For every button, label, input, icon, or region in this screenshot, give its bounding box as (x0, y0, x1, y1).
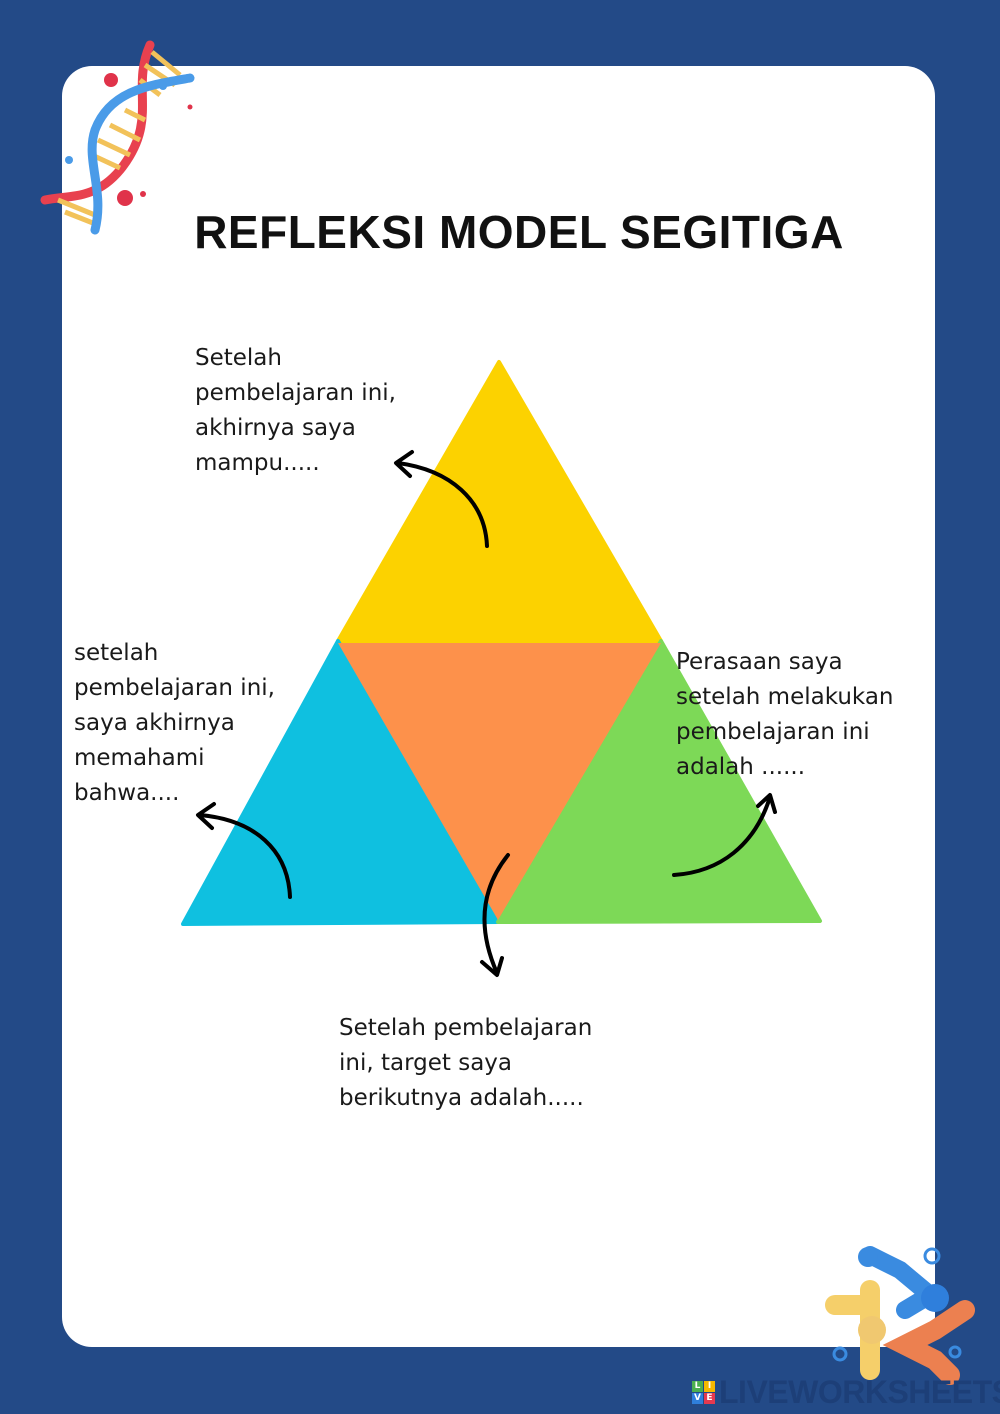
liveworksheets-logo-icon: L I V E (692, 1381, 715, 1404)
arrow-top-icon (394, 450, 489, 548)
logo-letter: I (704, 1381, 715, 1392)
arrow-left-icon (196, 802, 292, 899)
dna-icon (40, 40, 195, 235)
logo-letter: V (692, 1393, 703, 1404)
top-triangle (336, 360, 663, 643)
logo-letter: L (692, 1381, 703, 1392)
arrow-bottom-icon (480, 853, 510, 977)
arrow-right-icon (672, 793, 777, 877)
prompt-left: setelah pembelajaran ini, saya akhirnya … (74, 640, 275, 806)
logo-letter: E (704, 1393, 715, 1404)
liveworksheets-watermark: L I V E LIVEWORKSHEETS (692, 1374, 1000, 1411)
prompt-bottom: Setelah pembelajaran ini, target saya be… (339, 1015, 593, 1111)
prompt-right: Perasaan saya setelah melakukan pembelaj… (676, 649, 894, 780)
molecule-icon (825, 1246, 975, 1385)
center-triangle (338, 643, 661, 920)
watermark-text: LIVEWORKSHEETS (719, 1374, 1000, 1410)
prompt-top: Setelah pembelajaran ini, akhirnya saya … (195, 345, 396, 476)
page-title: REFLEKSI MODEL SEGITIGA (194, 206, 844, 258)
